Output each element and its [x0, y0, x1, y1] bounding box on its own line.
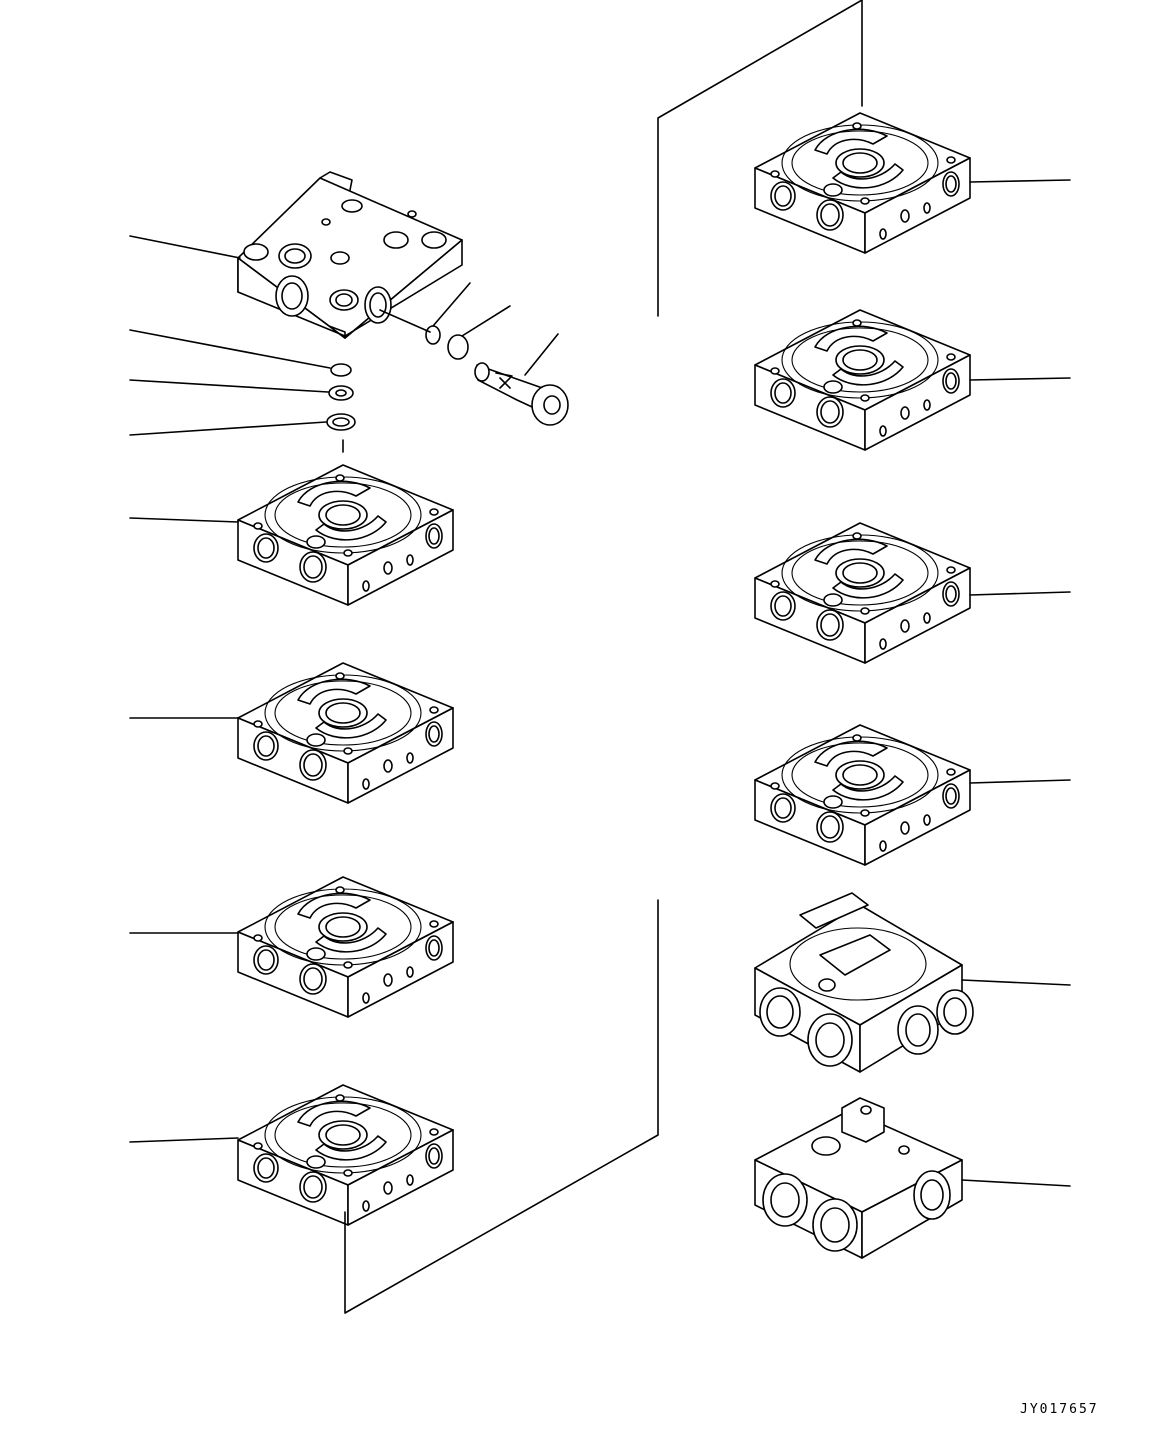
- plug-cartridge: [475, 363, 568, 425]
- valve-section-right-3: [754, 522, 971, 664]
- valve-section-right-5: [755, 893, 973, 1072]
- oring-1: [426, 326, 440, 344]
- drawing-reference-code: JY017657: [1020, 1402, 1099, 1417]
- valve-section-left-1: [237, 464, 454, 606]
- end-cover-block: [238, 172, 462, 338]
- oring-2: [448, 335, 468, 359]
- valve-section-left-3: [237, 876, 454, 1018]
- leader-lines-cover-parts: [380, 283, 558, 375]
- valve-section-right-4: [754, 724, 971, 866]
- valve-section-left-2: [237, 662, 454, 804]
- seal-parts: [327, 326, 568, 430]
- leader-lines-left: [130, 236, 330, 1142]
- valve-section-left-4: [237, 1084, 454, 1226]
- valve-section-right-1: [754, 112, 971, 254]
- assembly-connector-lines: [343, 0, 862, 1313]
- valve-section-right-6: [755, 1098, 962, 1258]
- oring-small: [331, 364, 351, 376]
- valve-section-right-2: [754, 309, 971, 451]
- leader-lines-right: [962, 180, 1070, 1186]
